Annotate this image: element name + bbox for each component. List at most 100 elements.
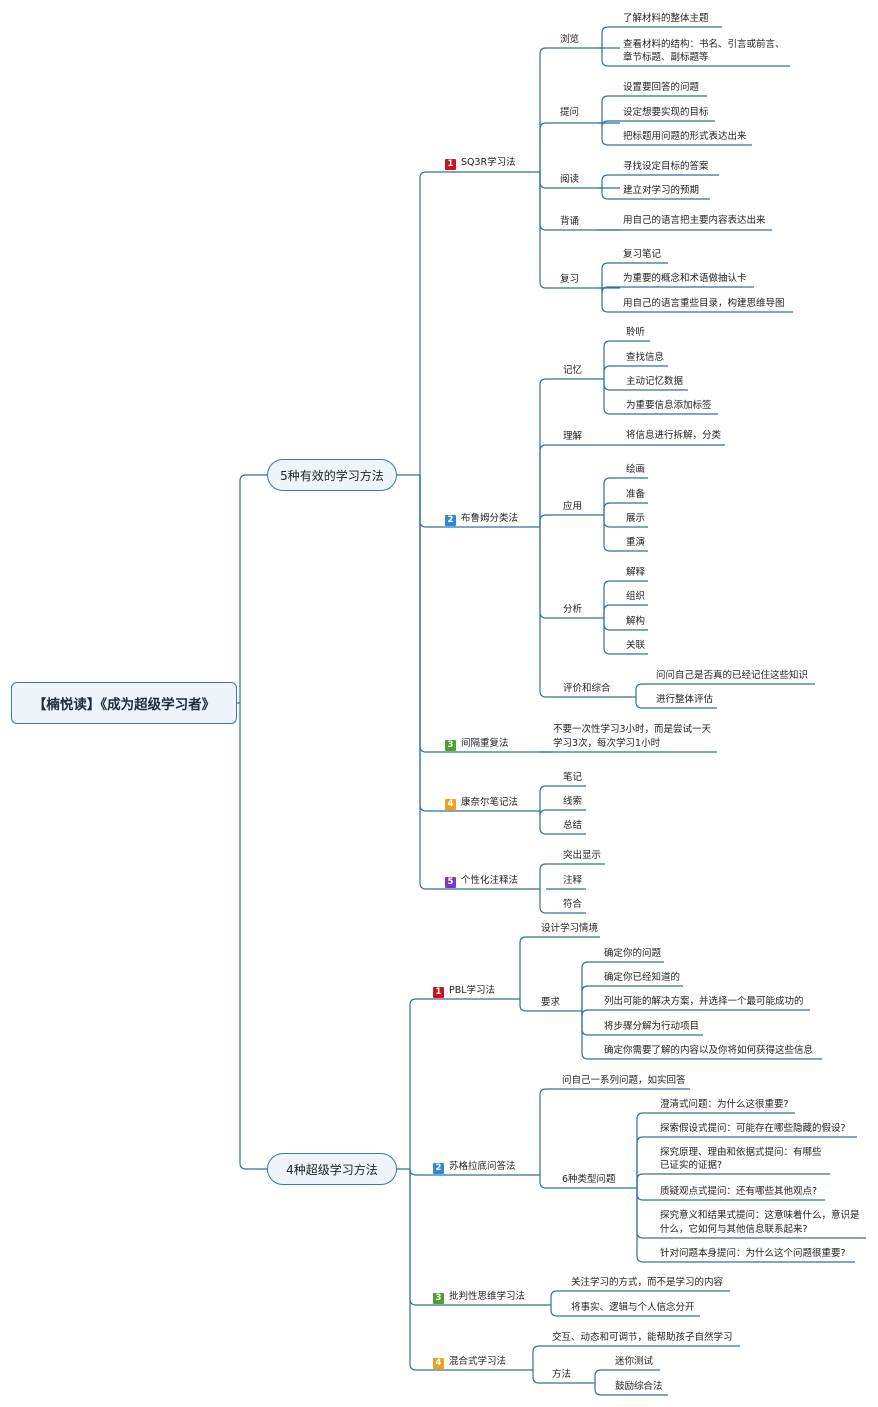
leaf[interactable]: 已证实的证据? bbox=[660, 1160, 723, 1171]
leaf[interactable]: 查找信息 bbox=[626, 352, 665, 363]
connector-line bbox=[603, 477, 611, 515]
leaf[interactable]: 迷你测试 bbox=[615, 1356, 654, 1367]
connector-line bbox=[601, 288, 609, 313]
leaf[interactable]: 针对问题本身提问：为什么这个问题很重要? bbox=[660, 1248, 846, 1259]
leaf[interactable]: 查看材料的结构：书名、引言或前言、 bbox=[623, 39, 785, 50]
leaf[interactable]: 设定想要实现的目标 bbox=[623, 107, 709, 118]
leaf[interactable]: 确定你需要了解的内容以及你将如何获得这些信息 bbox=[604, 1045, 814, 1056]
leaf[interactable]: 为重要信息添加标签 bbox=[626, 400, 712, 411]
connector-line bbox=[519, 999, 527, 1012]
leaf[interactable]: 探究意义和结果式提问：这意味着什么，意识是 bbox=[660, 1210, 860, 1221]
connector-line bbox=[539, 809, 547, 817]
leaf[interactable]: 解释 bbox=[626, 567, 646, 578]
connector-line bbox=[601, 174, 609, 188]
leaf[interactable]: 将信息进行拆解，分类 bbox=[626, 430, 722, 441]
branch-5-methods[interactable]: 5种有效的学习方法 bbox=[267, 459, 397, 491]
bloom-apply[interactable]: 应用 bbox=[563, 501, 583, 512]
leaf[interactable]: 了解材料的整体主题 bbox=[623, 13, 709, 24]
leaf[interactable]: 总结 bbox=[563, 820, 583, 831]
leaf[interactable]: 把标题用问题的形式表达出来 bbox=[623, 131, 747, 142]
connector-line bbox=[636, 1136, 644, 1188]
connector-line bbox=[419, 475, 427, 753]
connector-line bbox=[409, 1169, 417, 1306]
bloom-analyze[interactable]: 分析 bbox=[563, 604, 583, 615]
bloom-remember[interactable]: 记忆 bbox=[563, 365, 583, 376]
socratic-6-types[interactable]: 6种类型问题 bbox=[562, 1174, 616, 1185]
leaf[interactable]: 为重要的概念和术语做抽认卡 bbox=[623, 273, 747, 284]
sq3r-recite[interactable]: 背诵 bbox=[560, 216, 580, 227]
leaf[interactable]: 什么，它如何与其他信息联系起来? bbox=[660, 1224, 808, 1235]
leaf[interactable]: 用自己的语言重些目录，构建思维导图 bbox=[623, 298, 785, 309]
leaf[interactable]: 澄清式问题：为什么这很重要? bbox=[660, 1099, 789, 1110]
root-node[interactable]: 【楠悦读】《成为超级学习者》 bbox=[11, 682, 237, 724]
leaf[interactable]: 问问自己是否真的已经记住这些知识 bbox=[656, 670, 809, 681]
connector-line bbox=[581, 985, 589, 1011]
connector-line bbox=[409, 1168, 417, 1176]
leaf[interactable]: 寻找设定目标的答案 bbox=[623, 161, 709, 172]
leaf[interactable]: 将步骤分解为行动项目 bbox=[604, 1021, 700, 1032]
leaf[interactable]: 探索假设式提问：可能存在哪些隐藏的假设? bbox=[660, 1123, 846, 1134]
sq3r-read[interactable]: 阅读 bbox=[560, 174, 580, 185]
leaf[interactable]: 主动记忆数据 bbox=[626, 376, 684, 387]
leaf[interactable]: 组织 bbox=[626, 591, 646, 602]
connector-line bbox=[603, 515, 611, 528]
leaf[interactable]: 聆听 bbox=[626, 327, 646, 338]
leaf[interactable]: 质疑观点式提问：还有哪些其他观点? bbox=[660, 1186, 818, 1197]
leaf[interactable]: 线索 bbox=[563, 796, 583, 807]
sq3r-browse[interactable]: 浏览 bbox=[560, 34, 580, 45]
leaf[interactable]: 问自己一系列问题，如实回答 bbox=[562, 1075, 686, 1086]
sq3r-review[interactable]: 复习 bbox=[560, 274, 580, 285]
connector-line bbox=[539, 811, 547, 835]
leaf[interactable]: 解构 bbox=[626, 616, 646, 627]
leaf[interactable]: 用自己的语言把主要内容表达出来 bbox=[623, 215, 766, 226]
connector-line bbox=[603, 340, 611, 379]
leaf[interactable]: 复习笔记 bbox=[623, 249, 662, 260]
leaf[interactable]: 确定你的问题 bbox=[604, 948, 662, 959]
leaf[interactable]: 准备 bbox=[626, 489, 646, 500]
priority-3-icon: 3 bbox=[445, 740, 456, 751]
leaf[interactable]: 不要一次性学习3小时，而是尝试一天 bbox=[553, 724, 712, 735]
leaf[interactable]: 鼓励综合法 bbox=[615, 1381, 663, 1392]
branch-4-super-methods[interactable]: 4种超级学习方法 bbox=[267, 1153, 397, 1185]
sq3r-question[interactable]: 提问 bbox=[560, 107, 580, 118]
connector-line bbox=[635, 683, 643, 697]
blended-methods[interactable]: 方法 bbox=[552, 1369, 572, 1380]
leaf[interactable]: 重演 bbox=[626, 537, 646, 548]
leaf[interactable]: 绘画 bbox=[626, 464, 646, 475]
leaf[interactable]: 学习3次，每次学习1小时 bbox=[553, 738, 661, 749]
leaf[interactable]: 设置要回答的问题 bbox=[623, 82, 700, 93]
leaf[interactable]: 将事实、逻辑与个人信念分开 bbox=[571, 1302, 695, 1313]
leaf[interactable]: 进行整体评估 bbox=[656, 694, 714, 705]
connector-line bbox=[532, 1345, 540, 1370]
bloom-understand[interactable]: 理解 bbox=[563, 431, 583, 442]
leaf[interactable]: 章节标题、副标题等 bbox=[623, 52, 709, 63]
leaf[interactable]: 列出可能的解决方案，并选择一个最可能成功的 bbox=[604, 996, 804, 1007]
leaf[interactable]: 笔记 bbox=[563, 772, 583, 783]
connector-line bbox=[539, 527, 547, 698]
leaf[interactable]: 关注学习的方式，而不是学习的内容 bbox=[571, 1277, 724, 1288]
leaf[interactable]: 关联 bbox=[626, 640, 646, 651]
connector-line bbox=[581, 1011, 589, 1060]
leaf[interactable]: 注释 bbox=[563, 875, 583, 886]
leaf[interactable]: 交互、动态和可调节，能帮助孩子自然学习 bbox=[552, 1332, 733, 1343]
leaf[interactable]: 确定你已经知道的 bbox=[604, 972, 681, 983]
pbl-requirements[interactable]: 要求 bbox=[541, 997, 561, 1008]
bloom-evaluate[interactable]: 评价和综合 bbox=[563, 683, 611, 694]
leaf[interactable]: 展示 bbox=[626, 513, 646, 524]
leaf[interactable]: 探究原理、理由和依据式提问：有哪些 bbox=[660, 1147, 822, 1158]
leaf[interactable]: 突出显示 bbox=[563, 850, 602, 861]
leaf[interactable]: 符合 bbox=[563, 899, 583, 910]
connector-line bbox=[539, 47, 547, 172]
priority-1-icon: 1 bbox=[433, 987, 444, 998]
leaf[interactable]: 建立对学习的预期 bbox=[623, 185, 700, 196]
leaf[interactable]: 设计学习情境 bbox=[541, 923, 599, 934]
